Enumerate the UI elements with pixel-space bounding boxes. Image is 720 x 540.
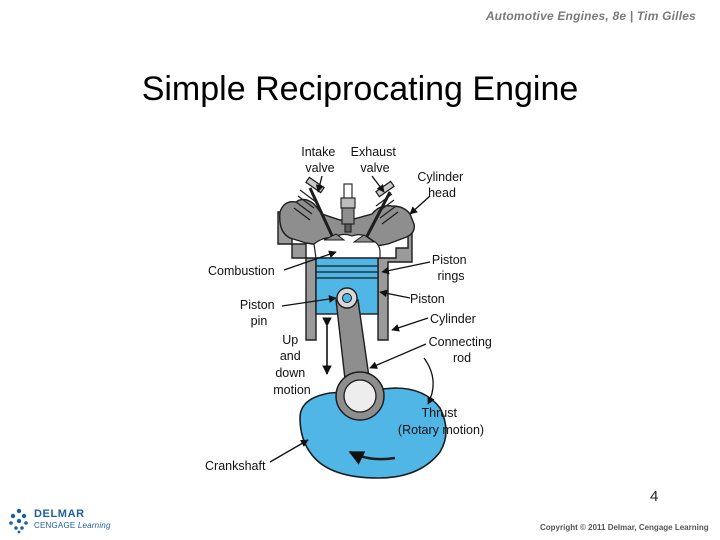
leader-piston: [379, 289, 411, 299]
label-intake-valve: Intake valve: [301, 145, 339, 175]
label-piston: Piston: [410, 292, 445, 306]
leader-thrust: [423, 357, 435, 405]
leader-combustion: [283, 250, 337, 271]
logo-dots-icon: [9, 508, 28, 534]
leader-crankshaft: [269, 439, 309, 463]
logo-sub: CENGAGE Learning: [34, 521, 111, 530]
combustion-chamber: [313, 233, 381, 259]
label-thrust: Thrust (Rotary motion): [398, 406, 484, 437]
leader-connecting-rod: [369, 343, 427, 369]
cylinder-wall-right: [377, 221, 413, 341]
label-cylinder: Cylinder: [430, 312, 476, 326]
label-combustion: Combustion: [208, 264, 275, 278]
label-piston-pin: Piston pin: [240, 298, 278, 328]
label-exhaust-valve: Exhaust valve: [351, 145, 400, 175]
leader-piston-rings: [381, 261, 431, 275]
leader-piston-pin: [281, 295, 337, 307]
label-up-down-motion: Up and down motion: [273, 333, 311, 397]
label-piston-rings: Piston rings: [432, 253, 470, 283]
copyright: Copyright © 2011 Delmar, Cengage Learnin…: [540, 523, 709, 532]
delmar-cengage-logo: DELMAR CENGAGE Learning: [8, 508, 138, 536]
leader-cylinder: [391, 317, 429, 332]
exhaust-valve-stem: [362, 191, 392, 243]
exhaust-valve-head: [352, 234, 376, 243]
label-connecting-rod: Connecting rod: [429, 335, 496, 365]
crank-journal-inner: [343, 379, 377, 413]
label-crankshaft: Crankshaft: [205, 459, 266, 473]
intake-valve-stem: [308, 187, 336, 241]
slide-title: Simple Reciprocating Engine: [141, 70, 579, 108]
crank-rotation-arrow: [348, 450, 396, 465]
label-cylinder-head: Cylinder head: [417, 170, 466, 200]
leader-intake-valve: [315, 175, 324, 193]
leader-exhaust-valve: [371, 175, 385, 193]
spark-plug: [340, 183, 356, 233]
logo-name: DELMAR: [34, 508, 85, 520]
intake-valve-head: [323, 233, 346, 241]
page-number: 4: [650, 488, 659, 505]
leader-cylinder-head: [409, 195, 431, 215]
header-credit: Automotive Engines, 8e | Tim Gilles: [485, 9, 696, 23]
